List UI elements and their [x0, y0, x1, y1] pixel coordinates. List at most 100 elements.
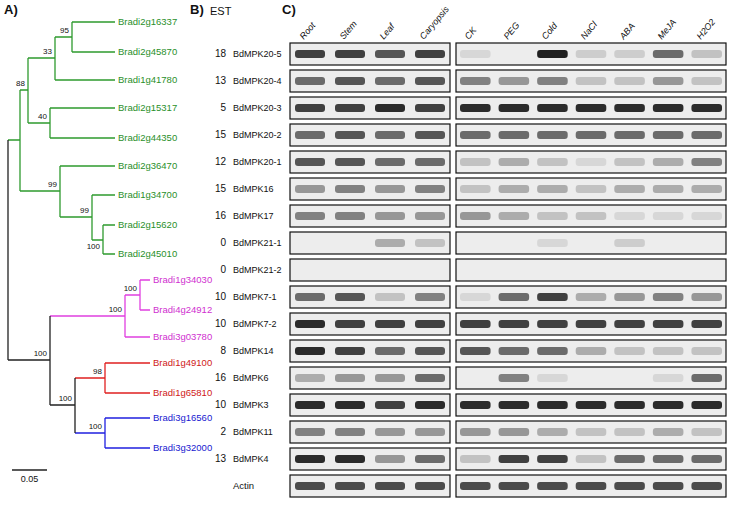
gel-band	[576, 401, 607, 409]
gel-band	[653, 347, 684, 355]
gel-panel	[456, 475, 726, 497]
gel-band	[335, 320, 365, 328]
gene-name: BdMPK3	[233, 400, 269, 410]
gene-id: Bradi1g65810	[153, 388, 212, 399]
gel-band	[576, 293, 607, 301]
gel-band	[653, 212, 684, 220]
gel-band	[460, 50, 491, 58]
column-header: MeJA	[656, 17, 679, 42]
gel-band	[691, 401, 722, 409]
gel-panel	[456, 394, 726, 416]
gel-band	[295, 131, 325, 139]
gel-band	[335, 401, 365, 409]
gel-band	[614, 455, 645, 463]
gel-band	[653, 320, 684, 328]
gel-band	[576, 158, 607, 166]
gel-band	[691, 455, 722, 463]
est-count: 0	[220, 237, 226, 249]
gel-band	[295, 293, 325, 301]
gel-panel	[290, 421, 450, 443]
gel-band	[614, 428, 645, 436]
gene-id: Bradi2g16337	[118, 17, 177, 28]
branch	[60, 166, 115, 217]
gel-band	[460, 293, 491, 301]
gel-band	[295, 347, 325, 355]
est-count: 15	[215, 129, 226, 141]
gel-band	[460, 77, 491, 85]
gel-band	[375, 455, 405, 463]
gel-band	[295, 455, 325, 463]
gel-band	[537, 185, 568, 193]
gel-band	[415, 293, 445, 301]
est-count: 10	[215, 291, 226, 303]
gel-band	[335, 455, 365, 463]
gel-band	[375, 50, 405, 58]
bootstrap-value: 100	[59, 394, 72, 403]
gene-name: Actin	[233, 481, 254, 492]
gel-band	[295, 320, 325, 328]
gel-band	[415, 374, 445, 382]
bootstrap-value: 100	[89, 422, 102, 431]
gel-band	[415, 158, 445, 166]
gel-panel	[456, 124, 726, 146]
gel-band	[295, 104, 325, 112]
gel-band	[537, 455, 568, 463]
gel-band	[415, 482, 445, 490]
gel-band	[653, 428, 684, 436]
gene-name: BdMPK6	[233, 373, 269, 383]
gel-band	[335, 212, 365, 220]
gel-panel	[290, 340, 450, 362]
bootstrap-value: 40	[38, 112, 47, 121]
gel-band	[460, 347, 491, 355]
gel-band	[415, 428, 445, 436]
bootstrap-value: 88	[16, 79, 25, 88]
gel-panel	[290, 151, 450, 173]
gene-id: Bradi2g45010	[118, 249, 177, 260]
magenta-clade	[50, 280, 150, 337]
gel-band	[335, 293, 365, 301]
gene-name: BdMPK20-5	[233, 49, 282, 59]
gel-band	[576, 320, 607, 328]
bootstrap-value: 100	[124, 284, 137, 293]
gel-panel	[456, 178, 726, 200]
gel-band	[335, 104, 365, 112]
gel-band	[499, 77, 530, 85]
gel-band	[691, 212, 722, 220]
root-branches	[8, 140, 75, 470]
gel-band	[576, 347, 607, 355]
column-header: PEG	[501, 20, 522, 42]
gel-band	[335, 77, 365, 85]
gel-band	[499, 320, 530, 328]
gel-band	[499, 455, 530, 463]
gel-band	[499, 104, 530, 112]
gel-band	[295, 401, 325, 409]
est-count: 5	[220, 102, 226, 114]
gel-panel	[456, 151, 726, 173]
gel-band	[375, 104, 405, 112]
column-header: Caryopsis	[418, 4, 452, 42]
gene-id: Bradi2g15620	[118, 220, 177, 231]
est-count: 10	[215, 399, 226, 411]
est-count: 18	[215, 48, 226, 60]
gel-band	[691, 374, 722, 382]
gel-band	[295, 374, 325, 382]
gel-band	[460, 455, 491, 463]
gel-band	[691, 293, 722, 301]
gel-band	[614, 158, 645, 166]
est-count: 16	[215, 210, 226, 222]
gel-band	[614, 347, 645, 355]
gel-band	[335, 50, 365, 58]
gene-id: Bradi1g49100	[153, 358, 212, 369]
gene-id: Bradi2g36470	[118, 161, 177, 172]
gel-band	[335, 185, 365, 193]
gel-band	[295, 212, 325, 220]
gel-band	[614, 401, 645, 409]
gel-panel	[456, 232, 726, 254]
bootstrap-value: 33	[43, 47, 52, 56]
gel-band	[691, 104, 722, 112]
gel-band	[537, 401, 568, 409]
gel-band	[415, 239, 445, 247]
gene-name: BdMPK21-2	[233, 265, 282, 275]
gel-band	[335, 347, 365, 355]
gel-band	[537, 77, 568, 85]
